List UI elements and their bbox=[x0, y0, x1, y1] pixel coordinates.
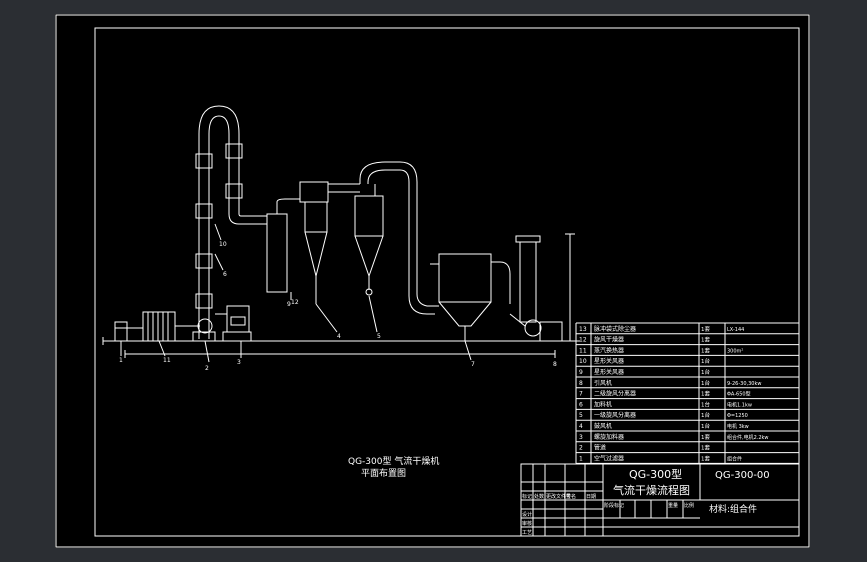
parts-qty-9: 1台 bbox=[701, 368, 710, 376]
drawing-number: QG-300-00 bbox=[715, 470, 770, 481]
parts-no-2: 2 bbox=[579, 445, 583, 452]
sign-label-count: 处数 bbox=[534, 493, 544, 500]
stage-label-weight: 重量 bbox=[668, 502, 678, 509]
parts-no-13: 13 bbox=[579, 326, 587, 333]
parts-spec-6: 电机1.1kw bbox=[727, 401, 752, 408]
cad-drawing: 1 2 3 4 5 6 7 8 9 10 11 12 13脉冲袋式除尘器1套LX… bbox=[55, 14, 810, 548]
second-stage-cyclone bbox=[299, 181, 360, 304]
parts-qty-7: 1套 bbox=[701, 390, 710, 398]
parts-name-4: 鼓风机 bbox=[594, 422, 612, 430]
callout-10: 10 bbox=[219, 241, 227, 248]
callout-6: 6 bbox=[223, 271, 227, 278]
callout-numbers: 1 2 3 4 5 6 7 8 9 10 11 12 bbox=[119, 241, 557, 372]
air-filter bbox=[114, 321, 128, 342]
parts-spec-11: 300m² bbox=[727, 348, 743, 354]
callout-8: 8 bbox=[553, 361, 557, 368]
parts-name-12: 旋风干燥器 bbox=[594, 336, 624, 344]
parts-name-1: 空气过滤器 bbox=[594, 454, 624, 462]
blower bbox=[192, 318, 216, 342]
stage-label-scale: 比例 bbox=[684, 502, 694, 509]
sign-label-mark: 标记 bbox=[522, 493, 532, 500]
parts-name-5: 一级旋风分离器 bbox=[594, 411, 636, 419]
parts-name-13: 脉冲袋式除尘器 bbox=[594, 325, 636, 333]
parts-qty-11: 1套 bbox=[701, 346, 710, 354]
parts-spec-3: 组合件,电机2.2kw bbox=[727, 434, 769, 441]
parts-no-5: 5 bbox=[579, 412, 583, 419]
parts-no-12: 12 bbox=[579, 337, 587, 344]
title-name-line2: 气流干燥流程图 bbox=[613, 483, 690, 497]
parts-qty-10: 1台 bbox=[701, 357, 710, 365]
parts-qty-3: 1套 bbox=[701, 433, 710, 441]
parts-name-3: 螺旋加料器 bbox=[594, 433, 624, 441]
parts-no-3: 3 bbox=[579, 434, 583, 441]
parts-spec-7: ΦA-650型 bbox=[727, 391, 751, 398]
drawing-caption-line2: 平面布置图 bbox=[361, 469, 407, 479]
parts-name-10: 星形关风器 bbox=[594, 357, 624, 365]
parts-name-6: 加料机 bbox=[594, 400, 612, 408]
callout-12: 12 bbox=[291, 299, 299, 306]
screw-feeder bbox=[215, 305, 252, 342]
parts-name-11: 蒸汽换热器 bbox=[594, 346, 624, 354]
callout-9: 9 bbox=[287, 301, 291, 308]
induced-fan-and-stack bbox=[509, 233, 575, 342]
steam-heat-exchanger bbox=[127, 311, 200, 342]
callout-7: 7 bbox=[471, 361, 475, 368]
parts-name-2: 管道 bbox=[594, 444, 606, 452]
parts-qty-1: 1套 bbox=[701, 454, 710, 462]
approval-process: 工艺 bbox=[522, 530, 532, 536]
parts-qty-6: 1台 bbox=[701, 400, 710, 408]
title-name-line1: QG-300型 bbox=[629, 467, 682, 481]
bag-filter bbox=[430, 253, 511, 341]
parts-spec-13: LX-144 bbox=[727, 327, 744, 333]
parts-qty-5: 1台 bbox=[701, 411, 710, 419]
ground-line bbox=[102, 337, 580, 358]
parts-qty-8: 1台 bbox=[701, 379, 710, 387]
first-stage-cyclone bbox=[255, 198, 300, 293]
parts-qty-13: 1套 bbox=[701, 325, 710, 333]
parts-no-6: 6 bbox=[579, 401, 583, 408]
parts-spec-8: 9-26-30,30kw bbox=[727, 381, 761, 387]
drawing-caption-line1: QG-300型 气流干燥机 bbox=[348, 457, 440, 467]
sign-label-change: 更改文件号 bbox=[546, 493, 571, 500]
callout-2: 2 bbox=[205, 365, 209, 372]
callout-3: 3 bbox=[237, 359, 241, 366]
main-cyclone bbox=[354, 161, 435, 315]
parts-spec-4: 电机 3kw bbox=[727, 423, 749, 430]
parts-name-7: 二级旋风分离器 bbox=[594, 390, 636, 398]
inner-frame bbox=[94, 27, 800, 537]
parts-no-11: 11 bbox=[579, 347, 587, 354]
callout-4: 4 bbox=[337, 333, 341, 340]
sign-label-sign: 签名 bbox=[566, 493, 576, 500]
approval-review: 审核 bbox=[522, 520, 532, 527]
parts-no-8: 8 bbox=[579, 380, 583, 387]
parts-qty-12: 1套 bbox=[701, 336, 710, 344]
title-block bbox=[520, 463, 800, 537]
parts-no-9: 9 bbox=[579, 369, 583, 376]
stage-label-mark: 阶段标记 bbox=[604, 502, 624, 509]
parts-no-1: 1 bbox=[579, 455, 583, 462]
callout-5: 5 bbox=[377, 333, 381, 340]
approval-design: 设计 bbox=[522, 511, 532, 518]
callout-11: 11 bbox=[163, 357, 171, 364]
parts-name-9: 星形关风器 bbox=[594, 368, 624, 376]
parts-qty-2: 1套 bbox=[701, 444, 710, 452]
parts-no-4: 4 bbox=[579, 423, 583, 430]
callout-leaders bbox=[120, 223, 472, 363]
parts-no-7: 7 bbox=[579, 391, 583, 398]
parts-no-10: 10 bbox=[579, 358, 587, 365]
sign-label-date: 日期 bbox=[586, 494, 596, 500]
parts-spec-5: Φ=1250 bbox=[727, 413, 748, 419]
outer-frame bbox=[55, 14, 810, 548]
material-label: 材料:组合件 bbox=[709, 503, 757, 515]
drying-tube bbox=[195, 105, 255, 339]
callout-1: 1 bbox=[119, 357, 123, 364]
parts-name-8: 引风机 bbox=[594, 379, 612, 387]
parts-spec-1: 组合件 bbox=[727, 455, 742, 462]
parts-qty-4: 1台 bbox=[701, 422, 710, 430]
